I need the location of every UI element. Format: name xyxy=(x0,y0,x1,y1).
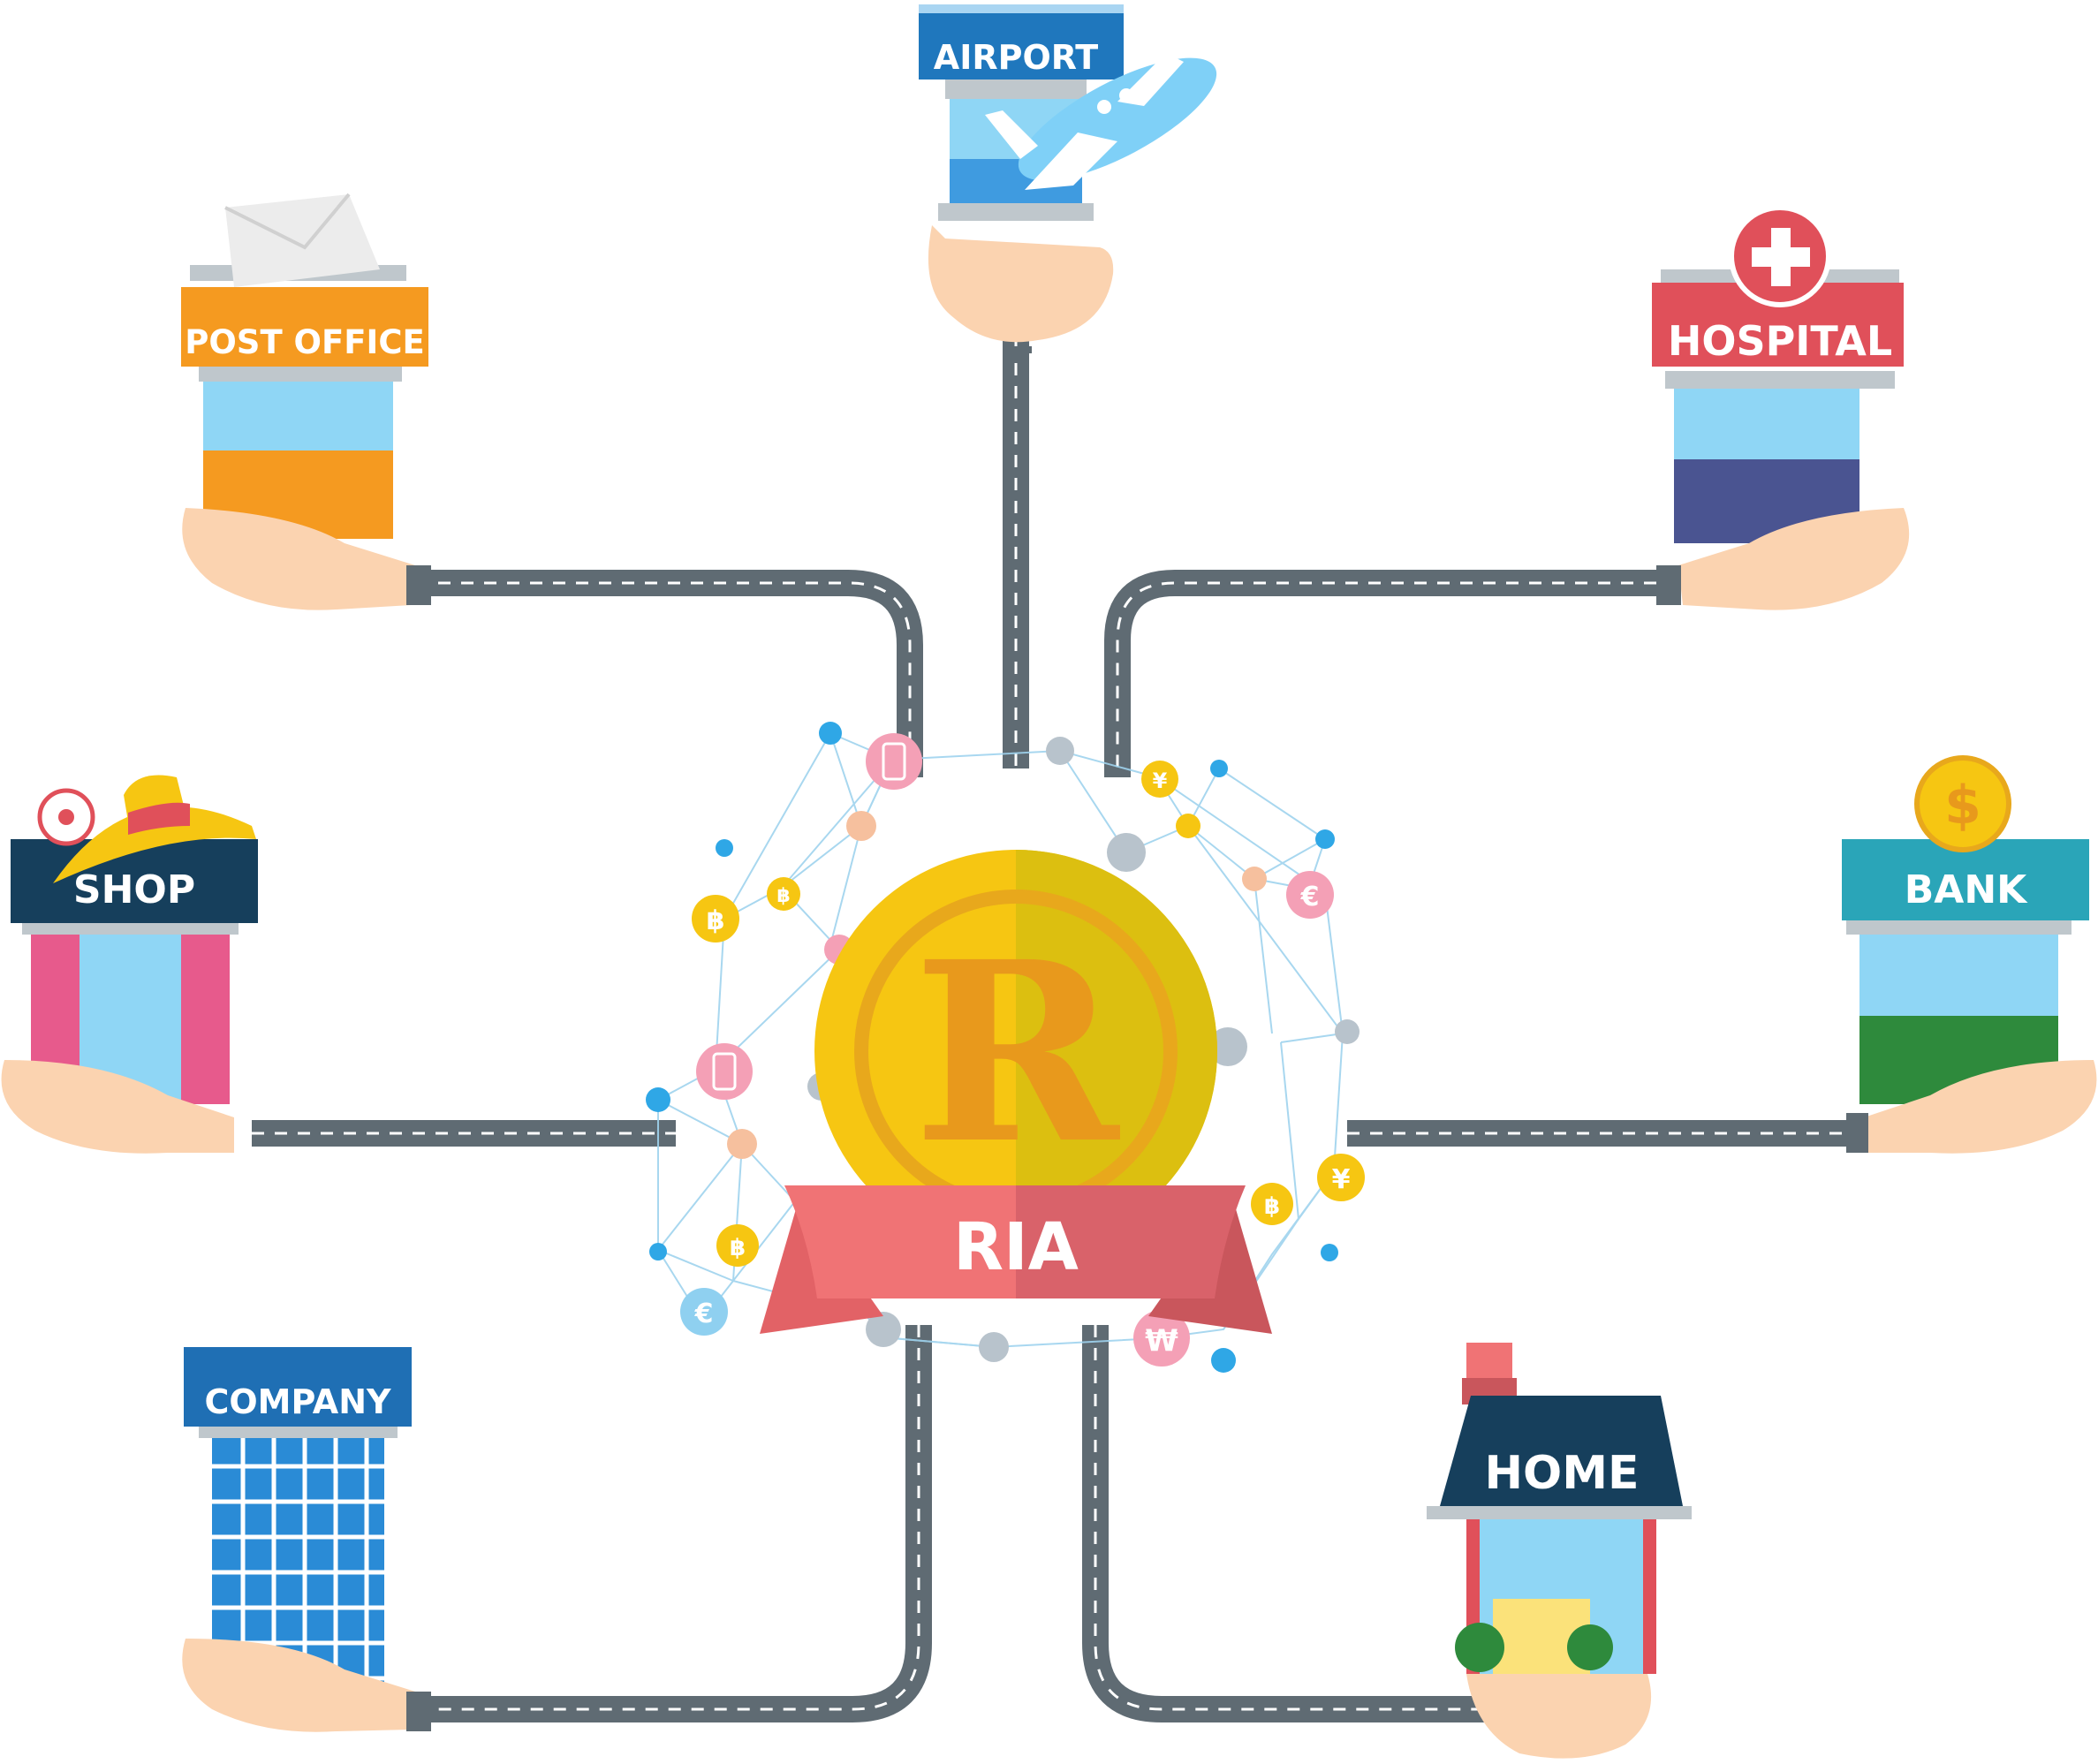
svg-text:¥: ¥ xyxy=(1153,768,1168,793)
smartphone-icon xyxy=(696,1043,753,1100)
node-bank: $ BANK xyxy=(1842,755,2097,1154)
ria-coin: R xyxy=(814,850,1217,1253)
envelope-icon xyxy=(224,193,380,287)
bitcoin-icon: ฿ xyxy=(692,895,739,943)
svg-text:฿: ฿ xyxy=(1264,1193,1280,1220)
airplane-icon xyxy=(985,53,1217,190)
node-hospital: HOSPITAL xyxy=(1652,205,1910,610)
node-post-office: POST OFFICE xyxy=(181,193,431,610)
hand-icon xyxy=(1656,508,1910,610)
svg-text:€: € xyxy=(694,1298,714,1329)
home-label: HOME xyxy=(1485,1447,1640,1500)
road-company xyxy=(415,1325,932,1722)
node-company: COMPANY xyxy=(182,1347,431,1732)
banner-text: RIA xyxy=(953,1209,1079,1285)
hand-icon xyxy=(928,225,1114,353)
road-hospital xyxy=(1104,570,1656,777)
node-airport: AIRPORT xyxy=(919,4,1217,353)
svg-text:฿: ฿ xyxy=(707,905,725,936)
bitcoin-icon: ฿ xyxy=(1251,1183,1293,1225)
red-cross-icon xyxy=(1729,205,1831,307)
hand-icon xyxy=(182,508,431,610)
hand-icon xyxy=(1466,1674,1652,1759)
airport-label: AIRPORT xyxy=(934,38,1099,77)
hand-icon xyxy=(182,1639,431,1732)
svg-text:€: € xyxy=(1300,882,1320,912)
bitcoin-icon: ฿ xyxy=(767,877,800,911)
network-currency-icons: ฿ ฿ ฿ ฿ ¥ ¥ € xyxy=(680,733,1365,1367)
hand-icon xyxy=(1846,1060,2097,1154)
bank-label: BANK xyxy=(1905,867,2028,912)
bush-icon xyxy=(1455,1623,1613,1672)
yen-icon: ¥ xyxy=(1317,1154,1365,1201)
coin-letter: R xyxy=(913,908,1122,1199)
shop-label: SHOP xyxy=(73,867,195,912)
svg-text:฿: ฿ xyxy=(730,1235,746,1261)
hospital-label: HOSPITAL xyxy=(1668,317,1892,365)
svg-text:¥: ¥ xyxy=(1332,1164,1351,1195)
window-grid xyxy=(212,1431,384,1696)
road-home xyxy=(1082,1325,1502,1722)
network-lines xyxy=(655,732,1344,1349)
company-label: COMPANY xyxy=(204,1382,391,1421)
yen-icon: ¥ xyxy=(1141,761,1178,798)
bitcoin-icon: ฿ xyxy=(716,1224,759,1267)
svg-text:₩: ₩ xyxy=(1145,1323,1178,1359)
svg-text:฿: ฿ xyxy=(776,885,790,907)
svg-text:$: $ xyxy=(1944,775,1981,837)
won-icon: ₩ xyxy=(1133,1310,1190,1367)
ria-banner: RIA xyxy=(760,1185,1272,1334)
smartphone-icon xyxy=(866,733,922,790)
hat-icon xyxy=(37,775,256,883)
euro-icon: € xyxy=(680,1288,728,1336)
euro-icon: € xyxy=(1286,871,1334,919)
road-post-office xyxy=(415,570,923,777)
node-shop: SHOP xyxy=(1,775,258,1154)
node-home: HOME xyxy=(1427,1343,1692,1759)
crypto-network: ฿ ฿ ฿ ฿ ¥ ¥ € xyxy=(646,722,1365,1373)
dollar-coin-icon: $ xyxy=(1914,755,2011,852)
roads xyxy=(252,340,1846,1722)
hand-icon xyxy=(1,1060,235,1154)
post-office-label: POST OFFICE xyxy=(185,323,425,361)
